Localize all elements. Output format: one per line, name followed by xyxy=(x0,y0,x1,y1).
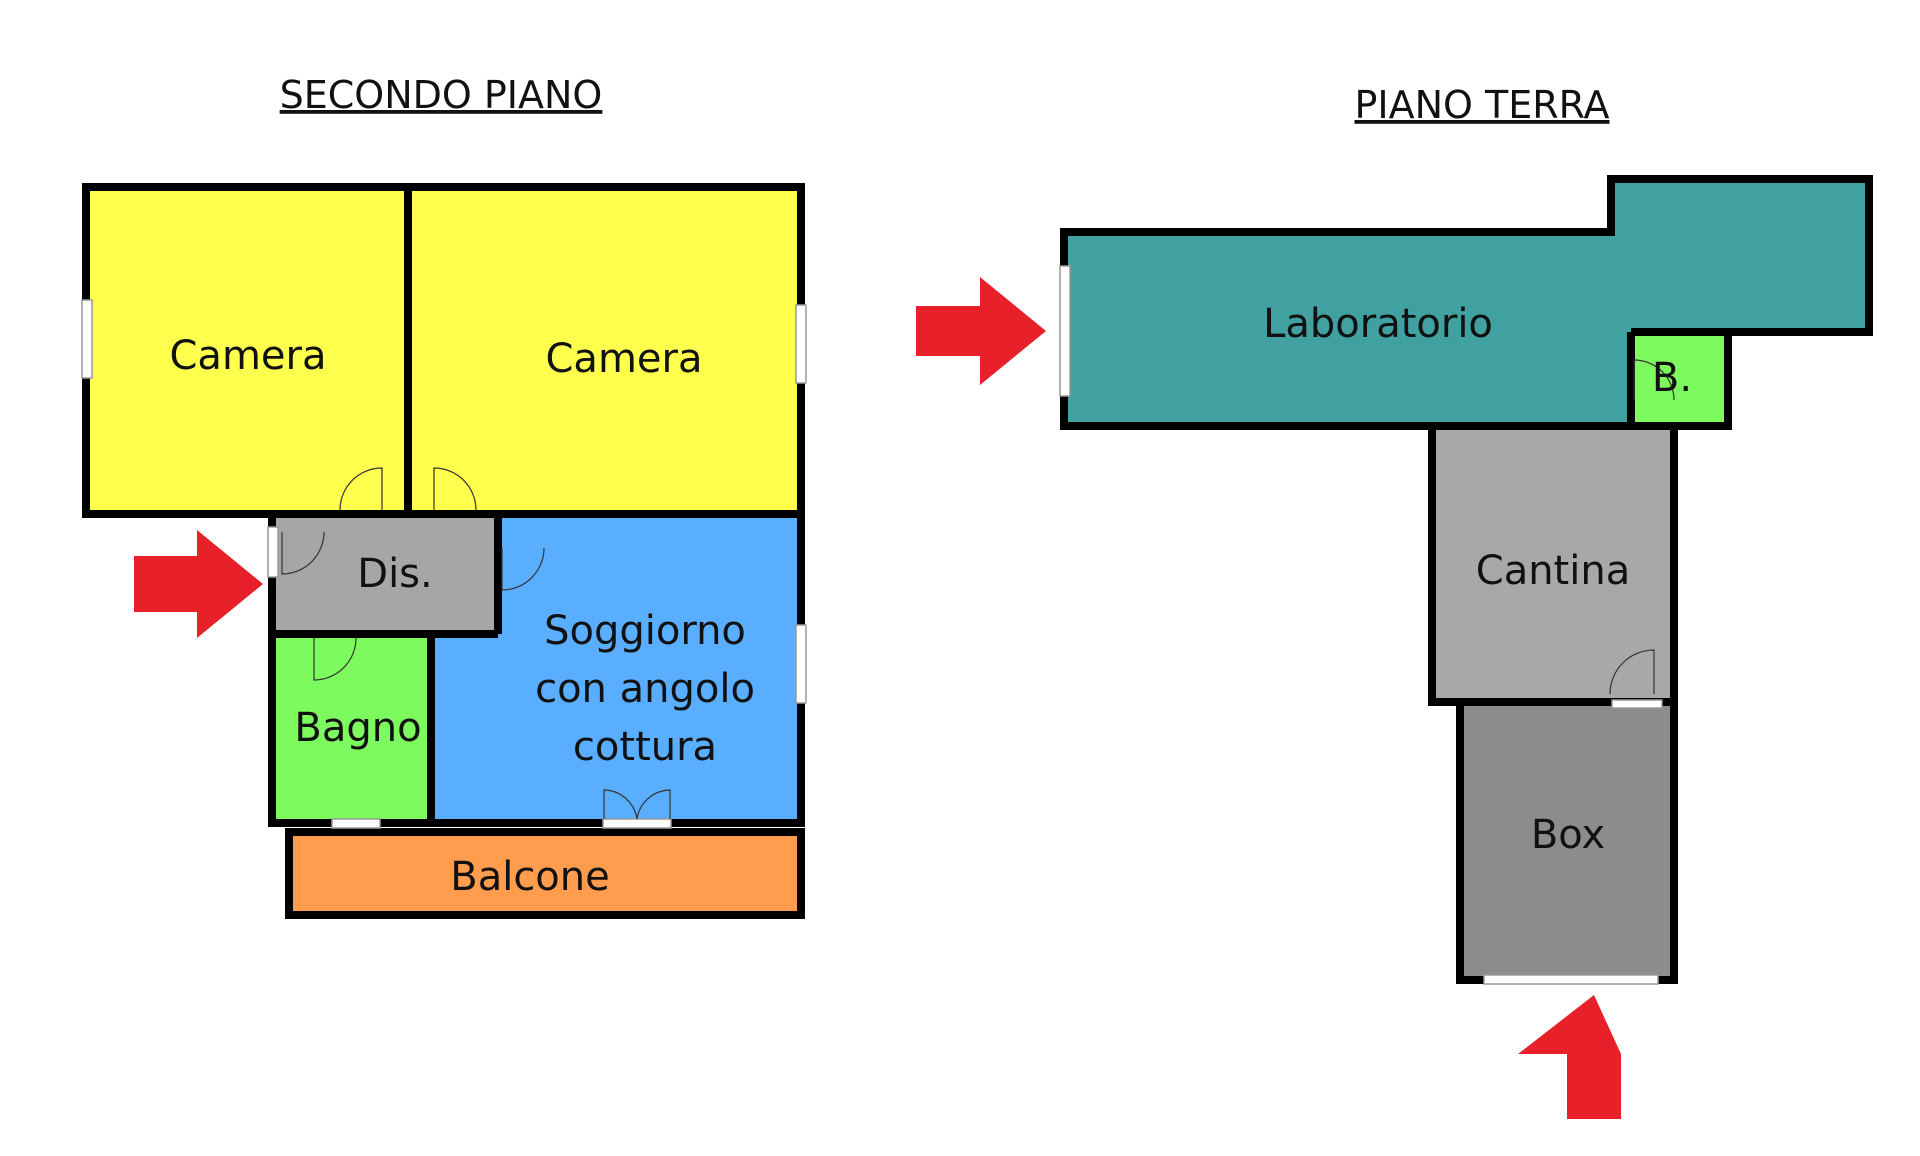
window xyxy=(331,818,381,829)
room-cantina xyxy=(1432,428,1674,702)
room-box xyxy=(1462,702,1674,978)
label-soggiorno-line3: cottura xyxy=(573,724,717,770)
room-camera-left xyxy=(88,187,408,514)
window xyxy=(795,304,807,384)
label-soggiorno-line1: Soggiorno xyxy=(544,608,746,654)
entrance-door-opening xyxy=(267,526,279,578)
room-soggiorno xyxy=(431,514,799,823)
room-camera-right xyxy=(408,187,799,514)
arrow-right-icon xyxy=(134,530,263,638)
label-disimpegno: Dis. xyxy=(357,551,432,597)
label-soggiorno-line2: con angolo xyxy=(535,666,755,712)
room-disimpegno xyxy=(276,514,498,634)
second-floor-title: SECONDO PIANO xyxy=(280,73,603,117)
arrow-up-icon xyxy=(1518,995,1621,1119)
label-camera-right: Camera xyxy=(546,336,703,382)
room-bagno-small xyxy=(1631,330,1728,424)
room-bagno xyxy=(276,634,431,823)
label-box: Box xyxy=(1531,812,1605,858)
door-swings-ground xyxy=(1609,359,1675,695)
label-bagno-small: B. xyxy=(1652,355,1692,401)
garage-door-opening xyxy=(1483,974,1659,985)
label-laboratorio: Laboratorio xyxy=(1263,301,1493,347)
room-balcone xyxy=(289,832,801,915)
label-cantina: Cantina xyxy=(1476,548,1630,594)
ground-floor-title: PIANO TERRA xyxy=(1354,83,1609,127)
balcony-door-opening xyxy=(602,818,672,829)
second-floor-walls xyxy=(82,183,805,827)
window xyxy=(81,299,93,379)
balcony-outline xyxy=(285,828,805,919)
label-balcone: Balcone xyxy=(450,854,610,900)
ground-floor-walls xyxy=(1060,175,1873,984)
window xyxy=(795,624,807,704)
label-bagno: Bagno xyxy=(294,705,421,751)
arrow-right-icon xyxy=(916,277,1046,385)
entrance-door-opening xyxy=(1059,265,1071,397)
door-swings-second xyxy=(281,467,671,820)
label-camera-left: Camera xyxy=(170,333,327,379)
window xyxy=(1611,699,1663,709)
